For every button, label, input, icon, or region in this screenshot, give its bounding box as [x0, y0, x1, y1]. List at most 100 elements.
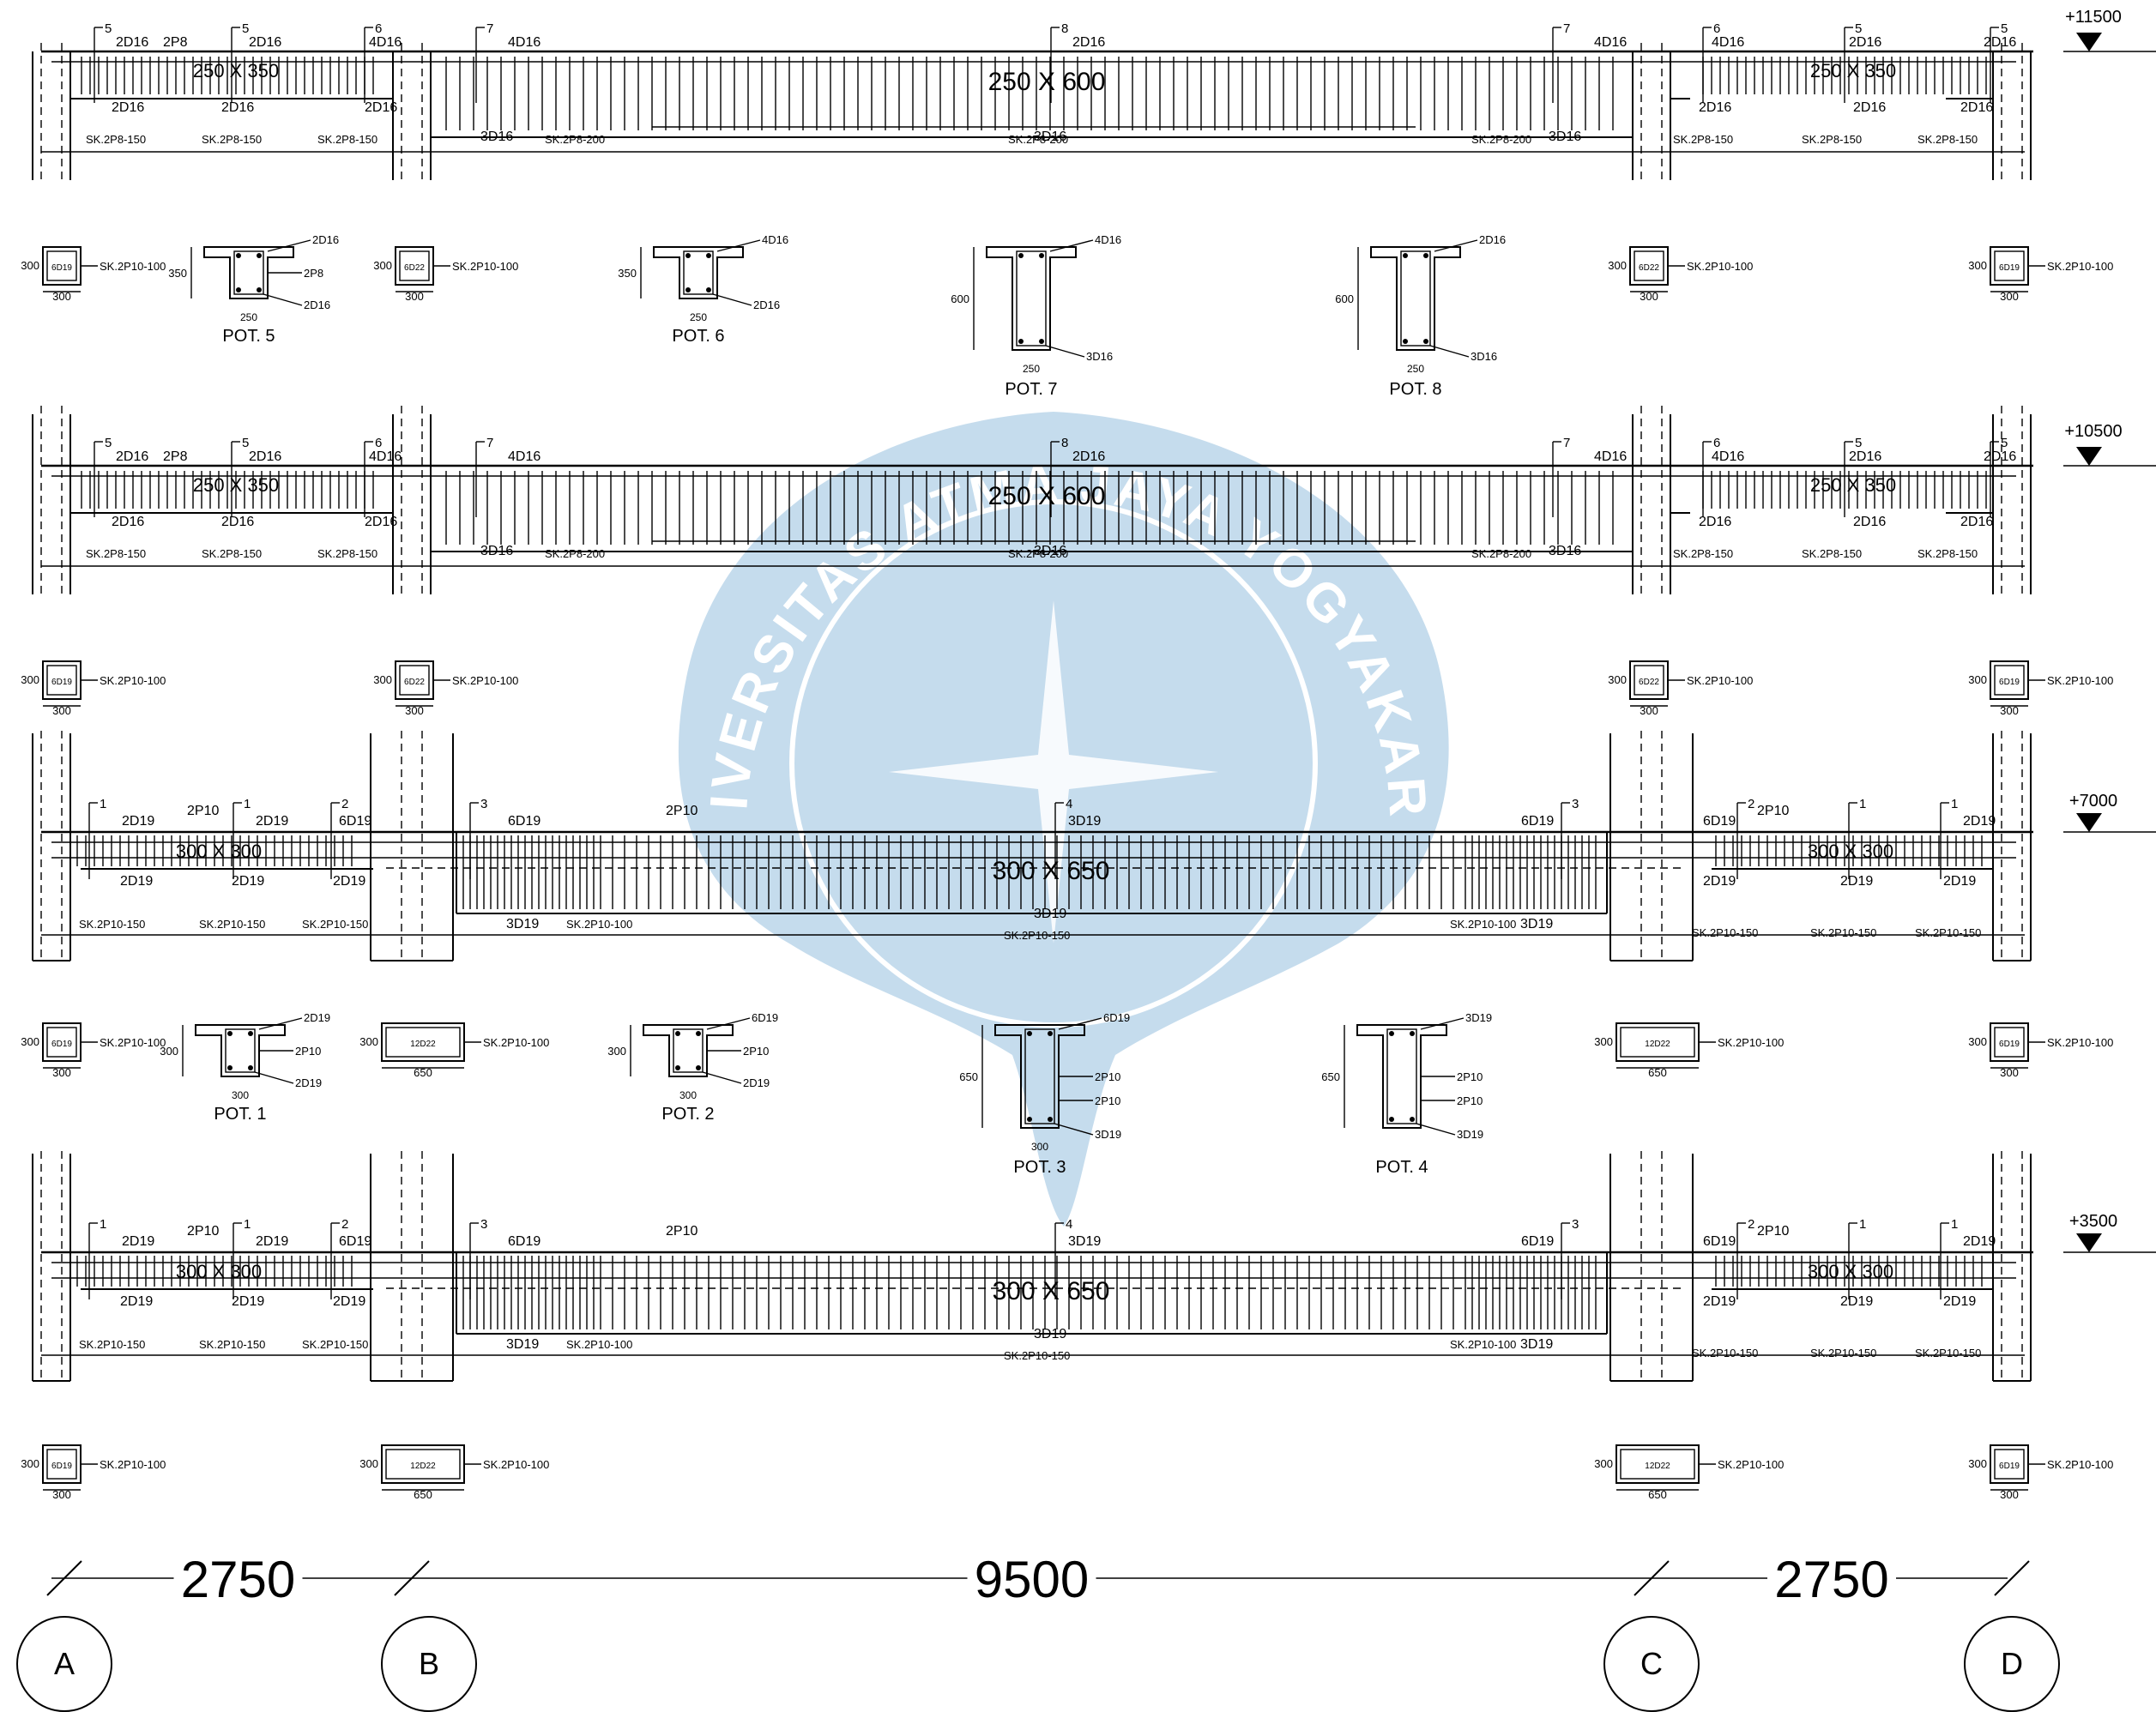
column-dim-label: 300: [52, 704, 71, 717]
rebar-label: 2D19: [256, 1234, 288, 1249]
section-cut-number: 2: [1748, 1217, 1754, 1232]
grid-tick: [1994, 1560, 2030, 1596]
stirrup-spacing-label: SK.2P8-200: [1471, 133, 1531, 146]
rebar-dot: [257, 253, 262, 258]
rebar-dot: [675, 1031, 680, 1036]
column-dim-label: 300: [405, 704, 424, 717]
seal-star: [889, 600, 1218, 943]
column-bars-label: 6D19: [1999, 1040, 2020, 1049]
rebar-label: 2D16: [249, 449, 281, 464]
section-cut-number: 3: [480, 1217, 487, 1232]
column-stirrup: [46, 250, 77, 281]
level-label: +11500: [2065, 8, 2122, 27]
column-stirrup: [1994, 665, 2025, 696]
rebar-label: 3D16: [1549, 130, 1581, 144]
section-dim-label: 350: [618, 267, 637, 280]
leader-line: [1058, 1017, 1102, 1030]
section-cut-number: 1: [1859, 797, 1866, 811]
dimension-mask: [967, 1552, 1096, 1604]
stirrup-spacing-label: SK.2P10-150: [1810, 926, 1876, 939]
section-dim-label: 300: [679, 1089, 697, 1101]
rebar-label: 2P10: [666, 804, 698, 818]
section-stirrup: [1386, 1028, 1417, 1124]
column-dim-label: 300: [2000, 1488, 2019, 1501]
section-dim-label: 600: [951, 292, 969, 305]
column-dim-label: 300: [1594, 1035, 1613, 1048]
rebar-label: 2D16: [1072, 449, 1105, 464]
column-dim-label: 300: [1640, 290, 1658, 303]
section-cut-number: 4: [1066, 797, 1072, 811]
rebar-dot: [685, 287, 691, 292]
column-bars-label: 6D22: [1639, 263, 1659, 273]
column-dim-label: 300: [405, 290, 424, 303]
section-cut-number: 5: [242, 21, 249, 36]
rebar-label: 4D16: [1712, 35, 1744, 50]
rebar-dot: [1027, 1031, 1032, 1036]
section-rebar-label: 6D19: [752, 1011, 778, 1024]
rebar-dot: [1018, 339, 1024, 344]
stirrup-spacing-label: SK.2P8-200: [1008, 547, 1068, 560]
grid-axis-label: D: [2001, 1646, 2023, 1681]
leader-line: [263, 293, 303, 306]
section-cut-number: 1: [1951, 797, 1958, 811]
rebar-label: 2D16: [221, 100, 254, 115]
rebar-label: 2D16: [1072, 35, 1105, 50]
section-cut-number: 5: [2001, 21, 2008, 36]
column-bars-label: 6D22: [404, 678, 425, 687]
section-cut-number: 3: [1572, 797, 1579, 811]
section-cut-number: 2: [1748, 797, 1754, 811]
section-cut-number: 7: [486, 21, 493, 36]
column-stirrup-label: SK.2P10-100: [483, 1036, 549, 1049]
column-dim-label: 300: [1968, 1035, 1987, 1048]
section-stirrup: [1400, 250, 1431, 347]
level-marker-icon: [2076, 447, 2102, 466]
rebar-label: 2P10: [666, 1224, 698, 1239]
section-name: POT. 1: [214, 1105, 266, 1124]
stirrup-spacing-label: SK.2P10-150: [302, 918, 368, 931]
section-rebar-label: 3D19: [1095, 1128, 1121, 1141]
rebar-label: 6D19: [508, 1234, 541, 1249]
rebar-label: 2D16: [1853, 515, 1886, 529]
rebar-label: 2P8: [163, 35, 188, 50]
rebar-label: 3D16: [1034, 130, 1066, 144]
rebar-label: 4D16: [1594, 449, 1627, 464]
rebar-dot: [248, 1031, 253, 1036]
section-rebar-label: 2D16: [753, 298, 780, 311]
rebar-label: 3D19: [1034, 907, 1066, 921]
section-cut-number: 1: [1951, 1217, 1958, 1232]
section-rebar-label: 2P10: [743, 1045, 769, 1058]
stirrup-spacing-label: SK.2P8-150: [1917, 547, 1978, 560]
column-stirrup-label: SK.2P10-100: [452, 260, 518, 273]
stirrup-spacing-label: SK.2P10-100: [1450, 1338, 1516, 1351]
grid-axis-label: B: [419, 1646, 439, 1681]
section-rebar-label: 2D19: [304, 1011, 330, 1024]
column-stirrup: [1620, 1027, 1695, 1058]
section-cut-number: 7: [1563, 21, 1570, 36]
stirrup-spacing-label: SK.2P8-200: [1471, 547, 1531, 560]
section-rebar-label: 6D19: [1103, 1011, 1130, 1024]
column-bars-label: 6D19: [51, 1040, 72, 1049]
rebar-dot: [1423, 253, 1428, 258]
rebar-label: 6D19: [1521, 814, 1554, 829]
rebar-dot: [1410, 1117, 1415, 1122]
section-cut-number: 5: [1855, 21, 1862, 36]
stirrup-spacing-label: SK.2P8-150: [1917, 133, 1978, 146]
column-dim-label: 300: [21, 259, 39, 272]
rebar-label: 2D19: [1943, 874, 1976, 889]
leader-line: [254, 1071, 294, 1084]
grid-tick: [1634, 1560, 1670, 1596]
university-seal-watermark: UNIVERSITAS ATMA JAYA YOGYAKARTA: [0, 0, 1449, 1227]
rebar-label: 6D19: [1703, 1234, 1736, 1249]
rebar-label: 2D16: [249, 35, 281, 50]
column-dim-label: 300: [21, 673, 39, 686]
column-bars-label: 6D19: [1999, 1462, 2020, 1471]
rebar-dot: [1027, 1117, 1032, 1122]
stirrup-spacing-label: SK.2P8-150: [202, 547, 262, 560]
column-dim-label: 300: [2000, 290, 2019, 303]
rebar-label: 2D16: [1960, 100, 1993, 115]
level-marker-icon: [2076, 813, 2102, 832]
stirrup-spacing-label: SK.2P8-150: [317, 547, 377, 560]
section-dim-label: 250: [240, 311, 257, 323]
section-name: POT. 5: [222, 327, 275, 346]
